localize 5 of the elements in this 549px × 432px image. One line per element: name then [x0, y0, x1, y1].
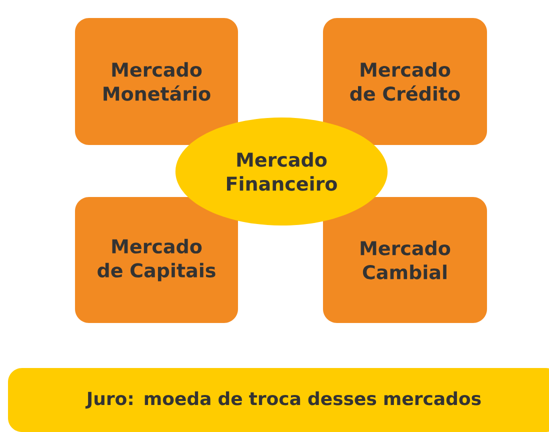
- market-box: Mercado de Capitais: [75, 197, 238, 323]
- market-box: Mercado de Crédito: [323, 18, 487, 145]
- footer-banner: Juro: moeda de troca desses mercados: [8, 368, 549, 432]
- market-box: Mercado Cambial: [323, 197, 487, 323]
- market-box: Mercado Monetário: [75, 18, 238, 145]
